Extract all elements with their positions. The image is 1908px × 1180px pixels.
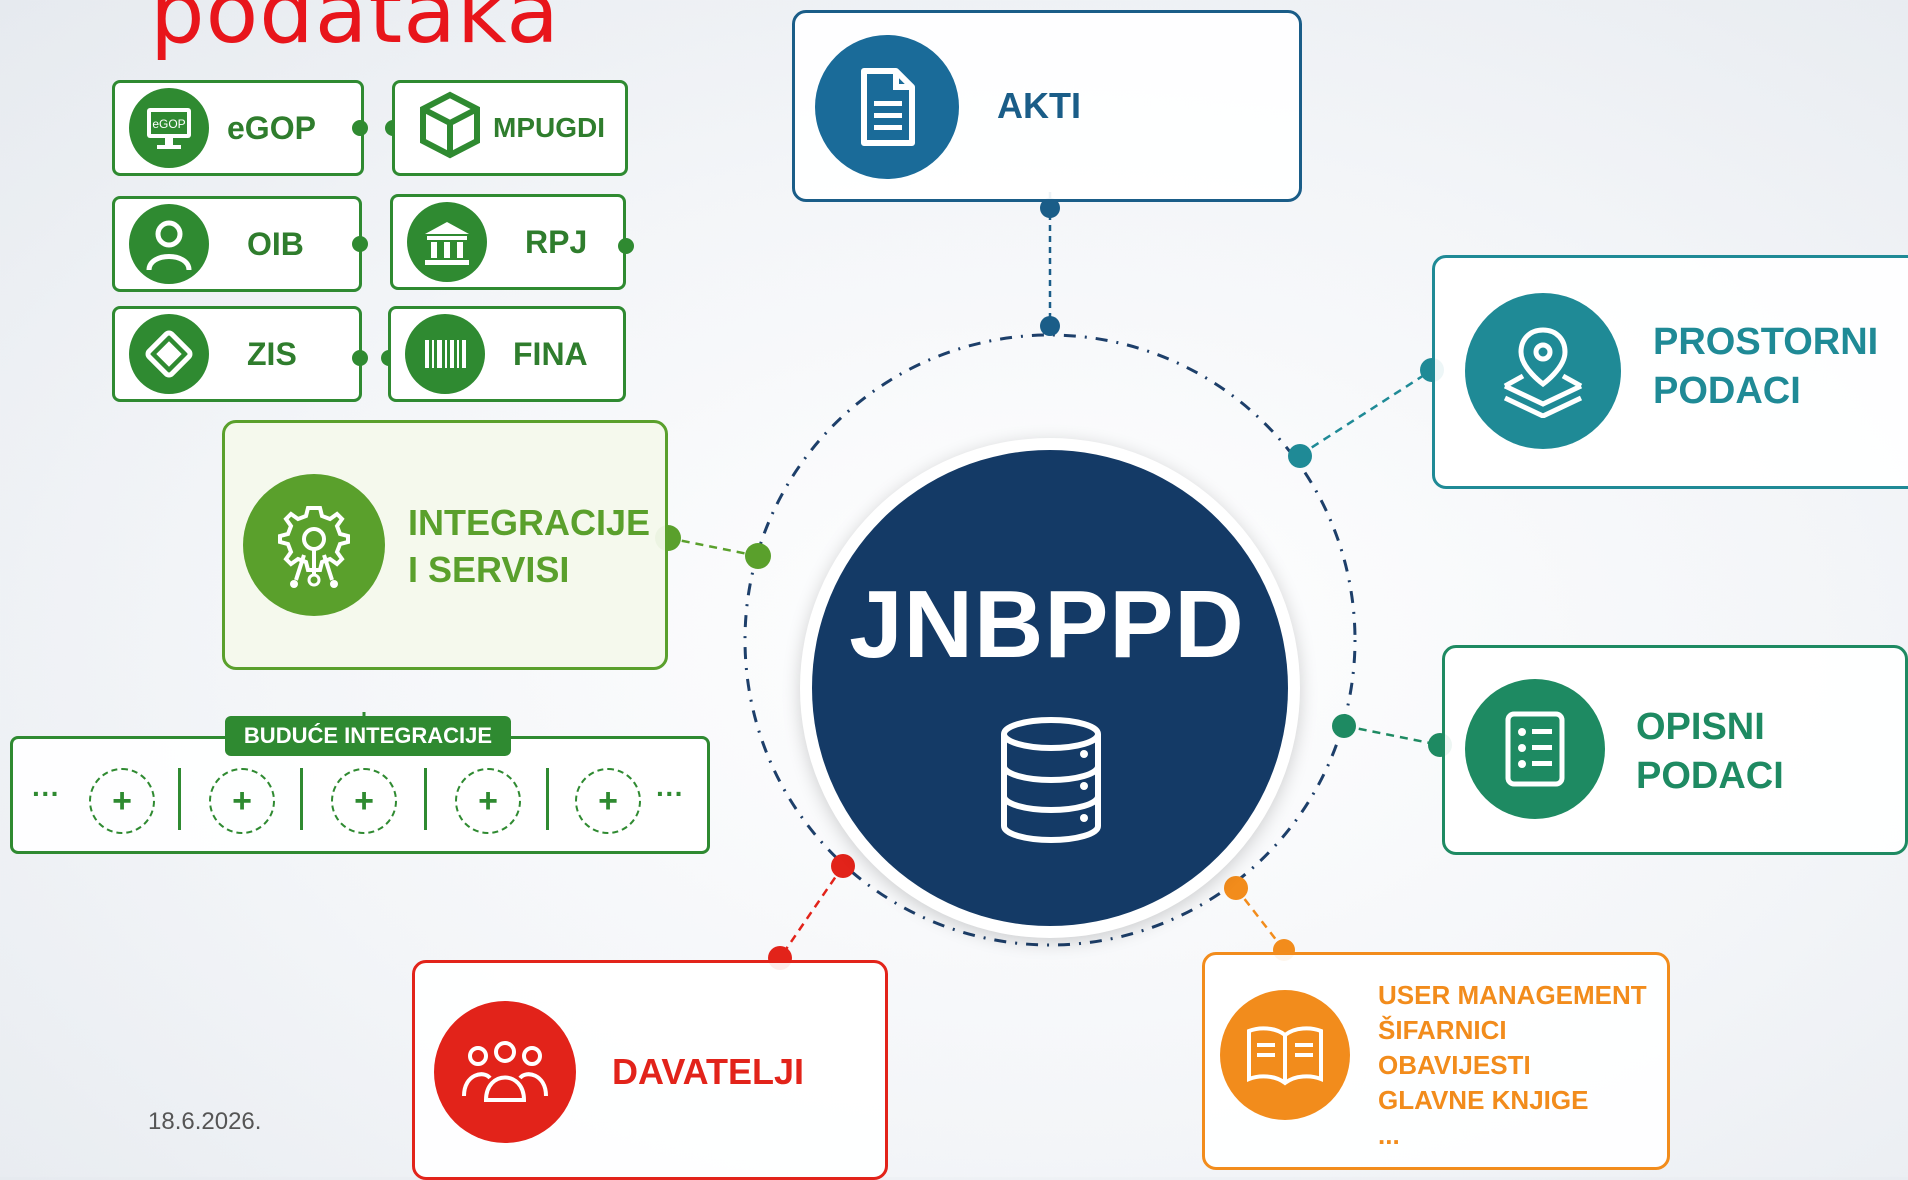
barcode-icon [405, 314, 485, 394]
node-akti-label: AKTI [997, 85, 1081, 126]
node-prostorni-podaci[interactable] [1432, 255, 1908, 489]
node-integracije-label: INTEGRACIJE I SERVISI [408, 502, 651, 590]
cube-icon [417, 91, 483, 166]
source-label: eGOP [227, 109, 316, 146]
group-icon [434, 1001, 576, 1143]
checklist-icon [1465, 679, 1605, 819]
source-fina[interactable]: FINA [388, 306, 626, 402]
divider [546, 768, 549, 830]
source-zis[interactable]: ZIS [112, 306, 362, 402]
node-prostorni-label: PROSTORNI PODACI [1653, 321, 1879, 413]
source-rpj[interactable]: RPJ [390, 194, 626, 290]
node-davatelji-label: DAVATELJI [612, 1051, 805, 1092]
source-mpugdi[interactable]: MPUGDI [392, 80, 628, 176]
source-label: FINA [513, 335, 588, 372]
gear-network-icon [243, 474, 385, 616]
source-egop[interactable]: eGOP eGOP [112, 80, 364, 176]
open-book-icon [1220, 990, 1350, 1120]
future-integrations-tag: BUDUĆE INTEGRACIJE [225, 716, 511, 756]
page-title: podataka [150, 0, 560, 63]
document-icon [815, 35, 959, 179]
database-icon [996, 716, 1106, 849]
monitor-icon: eGOP [129, 88, 209, 168]
source-label: OIB [247, 225, 304, 262]
source-label: MPUGDI [493, 112, 605, 143]
add-integration-slot[interactable]: + [89, 768, 155, 834]
divider [424, 768, 427, 830]
ellipsis-left: ··· [32, 778, 60, 809]
node-opisni-label: OPISNI PODACI [1636, 706, 1784, 798]
center-circle [812, 450, 1288, 926]
add-integration-slot[interactable]: + [575, 768, 641, 834]
bank-icon [407, 202, 487, 282]
node-user-label: USER MANAGEMENT ŠIFARNICI OBAVIJESTI GLA… [1378, 980, 1647, 1151]
ellipsis-right: ··· [656, 778, 684, 809]
diamond-icon [129, 314, 209, 394]
add-integration-slot[interactable]: + [455, 768, 521, 834]
divider [178, 768, 181, 830]
add-integration-slot[interactable]: + [331, 768, 397, 834]
add-integration-slot[interactable]: + [209, 768, 275, 834]
source-label: RPJ [525, 223, 588, 260]
divider [300, 768, 303, 830]
svg-text:eGOP: eGOP [152, 117, 185, 131]
map-pin-layers-icon [1465, 293, 1621, 449]
person-icon [129, 204, 209, 284]
source-label: ZIS [247, 335, 297, 372]
source-oib[interactable]: OIB [112, 196, 362, 292]
footer-date: 18.6.2026. [148, 1108, 262, 1135]
center-label: JNBPPD [849, 571, 1245, 678]
